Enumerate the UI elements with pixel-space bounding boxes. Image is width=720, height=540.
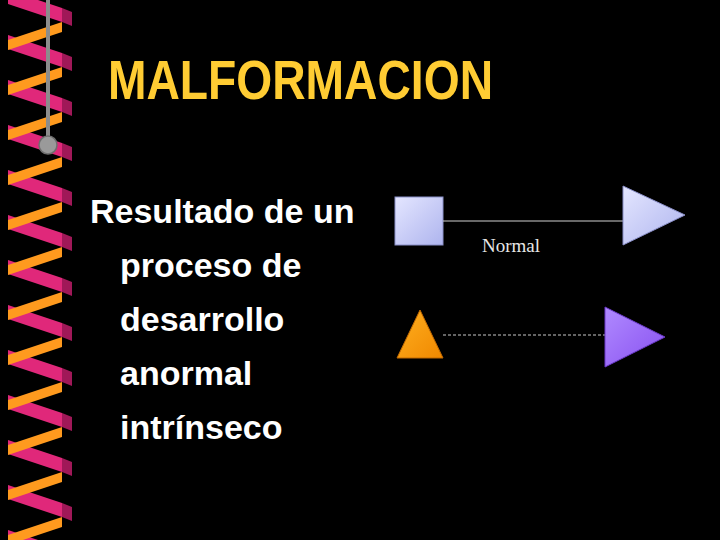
ribbon-band: [8, 67, 62, 95]
ribbon-band: [8, 247, 62, 275]
bullet-dot: [39, 136, 57, 154]
ribbon-fold: [62, 98, 72, 116]
ribbon-band: [8, 22, 62, 50]
ribbon-fold: [62, 368, 72, 386]
ribbon-band: [8, 292, 62, 320]
bullet-bar: [46, 0, 50, 142]
ribbon-fold: [62, 323, 72, 341]
ribbon-band: [8, 112, 62, 140]
ribbon-fold: [62, 53, 72, 71]
ribbon-fold: [62, 8, 72, 26]
ribbon-band: [8, 472, 62, 500]
ribbon-band: [8, 0, 62, 22]
normal-line: [443, 221, 623, 222]
abnormal-dashed-line: [443, 335, 605, 336]
ribbon-band: [8, 202, 62, 230]
ribbon-fold: [62, 503, 72, 521]
abnormal-triangle: [397, 310, 443, 358]
ribbon-band: [8, 382, 62, 410]
ribbon-fold: [62, 233, 72, 251]
ribbon-band: [8, 517, 62, 540]
bullet-text: Resultado de un proceso de desarrollo an…: [90, 184, 410, 454]
ribbon-fold: [62, 413, 72, 431]
ribbon-fold: [62, 143, 72, 161]
normal-arrowhead: [623, 186, 685, 245]
ribbon-band: [8, 337, 62, 365]
decorative-ribbon: [8, 0, 72, 540]
line-label: Normal: [479, 235, 543, 258]
ribbon-fold: [62, 278, 72, 296]
abnormal-arrowhead: [605, 307, 665, 367]
ribbon-fold: [62, 188, 72, 206]
normal-square: [395, 197, 443, 245]
ribbon-band: [8, 157, 62, 185]
slide-title: MALFORMACION: [108, 52, 493, 108]
ribbon-band: [8, 427, 62, 455]
ribbon-fold: [62, 458, 72, 476]
